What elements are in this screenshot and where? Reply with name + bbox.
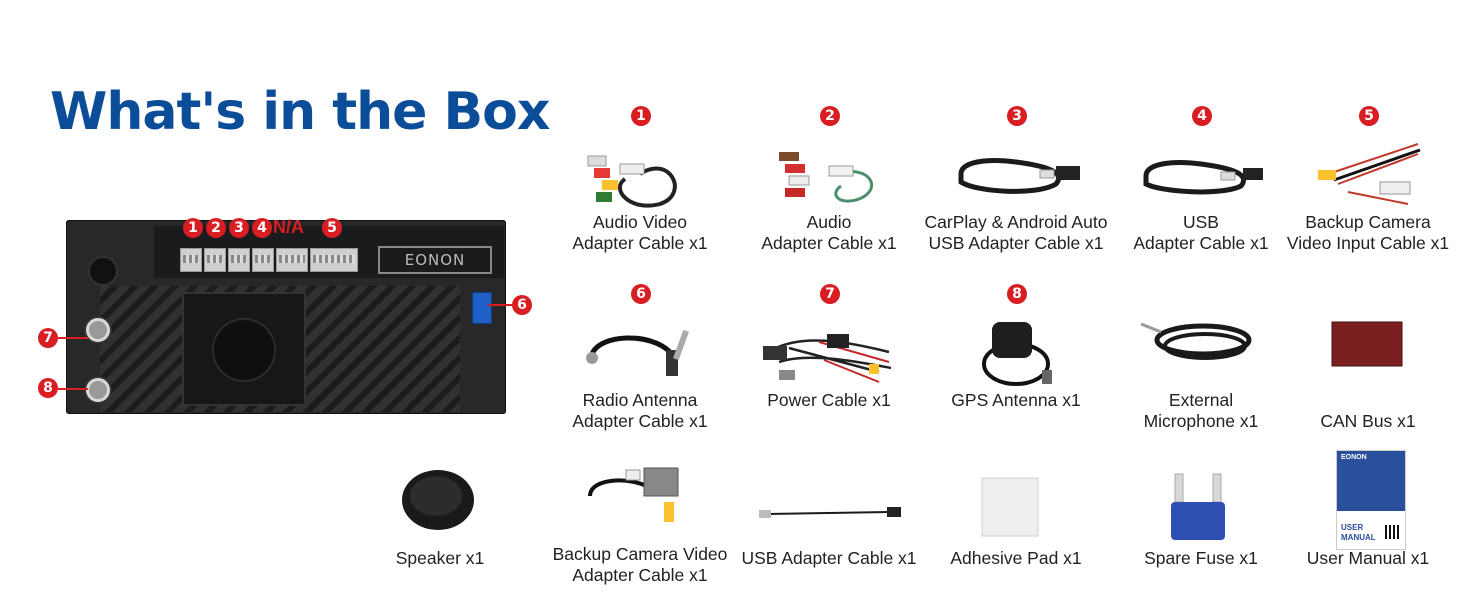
connector-na bbox=[276, 248, 308, 272]
item-usb-thin-cable: USB Adapter Cable x1 bbox=[729, 442, 929, 569]
item-number-badge: 8 bbox=[1007, 284, 1027, 304]
canbus-box-icon bbox=[1268, 312, 1464, 390]
manual-brand: EONON bbox=[1341, 454, 1367, 461]
usb-cable-icon bbox=[1101, 134, 1301, 212]
item-label: Spare Fuse x1 bbox=[1144, 548, 1258, 568]
item-label: GPS Antenna x1 bbox=[951, 390, 1081, 410]
page-title: What's in the Box bbox=[50, 82, 550, 142]
brand-logo-plate: EONON bbox=[378, 246, 492, 274]
item-power-cable: 7 Power Cable x1 bbox=[729, 284, 929, 411]
item-usb-adapter-cable: 4 USB Adapter Cable x1 bbox=[1101, 106, 1301, 254]
hu-badge-3: 3 bbox=[229, 218, 249, 238]
camera-adapter-icon bbox=[540, 448, 740, 528]
item-external-microphone: External Microphone x1 bbox=[1101, 284, 1301, 432]
microphone-icon bbox=[1101, 312, 1301, 390]
item-audio-video-cable: 1 Audio Video Adapter Cable x1 bbox=[540, 106, 740, 254]
rca-cable-icon bbox=[540, 134, 740, 212]
item-spare-fuse: Spare Fuse x1 bbox=[1101, 442, 1301, 569]
qr-code-icon bbox=[1385, 525, 1399, 539]
connector-5 bbox=[310, 248, 358, 272]
connector-2 bbox=[204, 248, 226, 272]
na-label: N/A bbox=[273, 217, 304, 237]
gps-antenna-icon bbox=[916, 312, 1116, 390]
item-canbus: CAN Bus x1 bbox=[1268, 284, 1464, 432]
callout-line-8 bbox=[58, 388, 88, 390]
antenna-port-8 bbox=[86, 378, 110, 402]
item-backup-camera-video-adapter: Backup Camera Video Adapter Cable x1 bbox=[540, 442, 740, 586]
connector-3 bbox=[228, 248, 250, 272]
callout-line-6 bbox=[488, 304, 512, 306]
callout-line-7 bbox=[58, 337, 88, 339]
item-label: Speaker x1 bbox=[395, 548, 485, 568]
connector-1 bbox=[180, 248, 202, 272]
connector-4 bbox=[252, 248, 274, 272]
item-audio-cable: 2 Audio Adapter Cable x1 bbox=[729, 106, 929, 254]
hu-badge-4: 4 bbox=[252, 218, 272, 238]
item-number-badge: 4 bbox=[1192, 106, 1212, 126]
item-gps-antenna: 8 GPS Antenna x1 bbox=[916, 284, 1116, 411]
item-label: Backup Camera Video Input Cable x1 bbox=[1286, 212, 1450, 253]
antenna-adapter-icon bbox=[540, 312, 740, 390]
hu-badge-1: 1 bbox=[183, 218, 203, 238]
manual-title-line1: USER bbox=[1341, 523, 1364, 532]
hu-badge-6: 6 bbox=[512, 295, 532, 315]
item-label: Audio Video Adapter Cable x1 bbox=[572, 212, 708, 253]
item-label: Adhesive Pad x1 bbox=[950, 548, 1082, 568]
hu-badge-7: 7 bbox=[38, 328, 58, 348]
item-label: Audio Adapter Cable x1 bbox=[761, 212, 897, 253]
speaker-icon bbox=[340, 448, 540, 548]
item-number-badge: 1 bbox=[631, 106, 651, 126]
item-label: Radio Antenna Adapter Cable x1 bbox=[572, 390, 708, 431]
item-adhesive-pad: Adhesive Pad x1 bbox=[916, 442, 1116, 569]
item-number-badge: 6 bbox=[631, 284, 651, 304]
head-unit-rear-panel: EONON bbox=[66, 220, 506, 414]
item-label: Power Cable x1 bbox=[767, 390, 891, 410]
hu-badge-5: 5 bbox=[322, 218, 342, 238]
item-number-badge: 3 bbox=[1007, 106, 1027, 126]
item-label: External Microphone x1 bbox=[1143, 390, 1259, 431]
camera-input-cable-icon bbox=[1268, 134, 1464, 212]
antenna-port-7 bbox=[86, 318, 110, 342]
item-user-manual: EONON USER MANUAL User Manual x1 bbox=[1268, 442, 1464, 569]
item-label: User Manual x1 bbox=[1306, 548, 1430, 568]
item-radio-antenna-cable: 6 Radio Antenna Adapter Cable x1 bbox=[540, 284, 740, 432]
head-unit-knob bbox=[88, 256, 118, 286]
dip-switch bbox=[472, 292, 492, 324]
usb-thin-cable-icon bbox=[729, 448, 929, 548]
hu-badge-8: 8 bbox=[38, 378, 58, 398]
hu-badge-2: 2 bbox=[206, 218, 226, 238]
adhesive-pad-icon bbox=[916, 448, 1116, 548]
cooling-fan bbox=[182, 292, 306, 406]
audio-cable-icon bbox=[729, 134, 929, 212]
item-label: USB Adapter Cable x1 bbox=[1133, 212, 1269, 253]
fuse-icon bbox=[1101, 448, 1301, 548]
item-label: CarPlay & Android Auto USB Adapter Cable… bbox=[924, 212, 1108, 253]
power-harness-icon bbox=[729, 312, 929, 390]
item-number-badge: 5 bbox=[1359, 106, 1379, 126]
user-manual-icon: EONON USER MANUAL bbox=[1268, 448, 1464, 550]
item-label: CAN Bus x1 bbox=[1320, 411, 1416, 431]
item-label: Backup Camera Video Adapter Cable x1 bbox=[552, 544, 728, 585]
item-label: USB Adapter Cable x1 bbox=[741, 548, 917, 568]
item-speaker: Speaker x1 bbox=[340, 442, 540, 569]
item-carplay-usb-cable: 3 CarPlay & Android Auto USB Adapter Cab… bbox=[916, 106, 1116, 254]
item-number-badge: 2 bbox=[820, 106, 840, 126]
item-backup-camera-input-cable: 5 Backup Camera Video Input Cable x1 bbox=[1268, 106, 1464, 254]
item-number-badge: 7 bbox=[820, 284, 840, 304]
usb-cable-icon bbox=[916, 134, 1116, 212]
manual-title-line2: MANUAL bbox=[1341, 533, 1376, 542]
